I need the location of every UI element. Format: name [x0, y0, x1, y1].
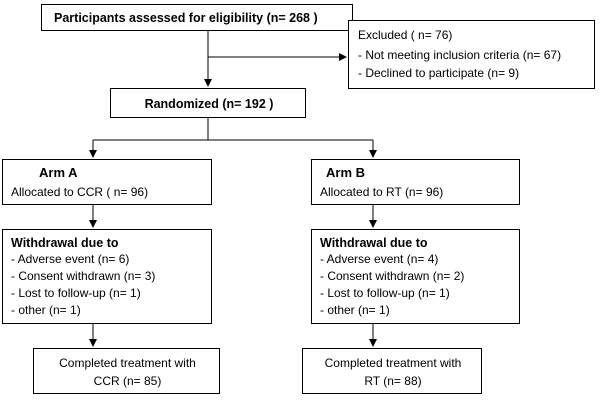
- completed-a-box: Completed treatment with CCR (n= 85): [33, 348, 220, 394]
- withdrawal-a-title: Withdrawal due to: [11, 236, 119, 250]
- completed-b-box: Completed treatment with RT (n= 88): [302, 348, 482, 394]
- completed-a-line: Completed treatment with: [59, 356, 196, 370]
- assessed-box: Participants assessed for eligibility (n…: [41, 4, 353, 31]
- arm-a-box: Arm A Allocated to CCR ( n= 96): [2, 159, 212, 205]
- excluded-box: Excluded ( n= 76) - Not meeting inclusio…: [348, 20, 595, 89]
- arm-a-allocation: Allocated to CCR ( n= 96): [11, 185, 149, 199]
- arm-b-allocation: Allocated to RT (n= 96): [320, 185, 444, 199]
- withdrawal-a-item: - other (n= 1): [11, 303, 81, 317]
- withdrawal-b-box: Withdrawal due to - Adverse event (n= 4)…: [311, 229, 520, 324]
- excluded-item: - Not meeting inclusion criteria (n= 67): [358, 48, 562, 62]
- completed-a-line: CCR (n= 85): [93, 374, 162, 388]
- withdrawal-a-box: Withdrawal due to - Adverse event (n= 6)…: [2, 229, 212, 324]
- withdrawal-a-item: - Lost to follow-up (n= 1): [11, 286, 141, 300]
- withdrawal-b-title: Withdrawal due to: [320, 236, 428, 250]
- withdrawal-b-item: - Lost to follow-up (n= 1): [320, 286, 450, 300]
- arm-b-box: Arm B Allocated to RT (n= 96): [311, 159, 520, 205]
- completed-b-line: Completed treatment with: [324, 356, 462, 370]
- arm-b-name: Arm B: [326, 165, 366, 180]
- withdrawal-b-item: - Consent withdrawn (n= 2): [320, 269, 465, 283]
- randomized-box: Randomized (n= 192 ): [110, 88, 306, 118]
- completed-b-line: RT (n= 88): [364, 374, 422, 388]
- withdrawal-b-item: - other (n= 1): [320, 303, 390, 317]
- withdrawal-a-item: - Adverse event (n= 6): [11, 252, 130, 266]
- withdrawal-b-item: - Adverse event (n= 4): [320, 252, 439, 266]
- withdrawal-a-item: - Consent withdrawn (n= 3): [11, 269, 156, 283]
- arm-a-name: Arm A: [39, 165, 78, 180]
- assessed-title: Participants assessed for eligibility (n…: [54, 11, 318, 25]
- excluded-title: Excluded ( n= 76): [358, 28, 453, 42]
- randomized-title: Randomized (n= 192 ): [144, 97, 274, 111]
- excluded-item: - Declined to participate (n= 9): [358, 66, 520, 80]
